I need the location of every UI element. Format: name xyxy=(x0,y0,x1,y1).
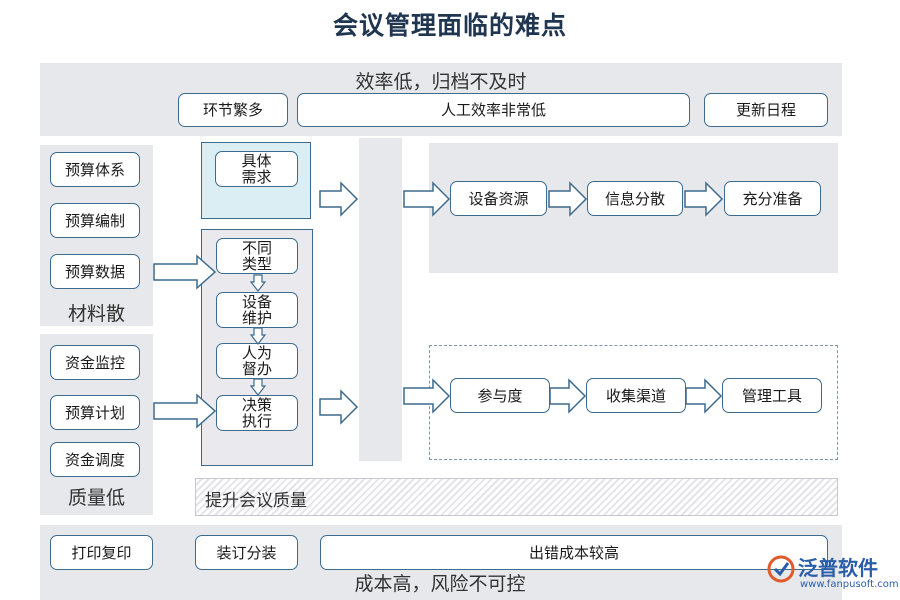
top-item-efficiency: 人工效率非常低 xyxy=(297,93,690,127)
diagram-title: 会议管理面临的难点 xyxy=(332,11,567,40)
watermark-logo: 泛普软件 www.fanpusoft.com xyxy=(766,552,899,598)
middle-strip xyxy=(359,138,402,461)
down-arrow-1 xyxy=(249,274,267,292)
chain-channels: 收集渠道 xyxy=(586,378,686,413)
left-item-budget-plan: 预算计划 xyxy=(50,395,140,430)
bottom-item-printing: 打印复印 xyxy=(50,535,153,570)
arrow-top-chain-1 xyxy=(548,181,588,217)
chain-participation: 参与度 xyxy=(450,378,550,413)
bottom-item-binding: 装订分装 xyxy=(195,535,298,570)
left-bottom-label: 质量低 xyxy=(67,487,125,509)
top-item-steps: 环节繁多 xyxy=(178,93,288,127)
watermark-text: 泛普软件 xyxy=(798,556,878,580)
chain-device-resources: 设备资源 xyxy=(450,181,547,216)
logo-icon xyxy=(767,555,795,583)
arrow-budget-to-types xyxy=(153,254,217,290)
bottom-band-label: 成本高，风险不可控 xyxy=(354,573,526,595)
chain-tools: 管理工具 xyxy=(722,378,822,413)
arrow-plan-to-execute xyxy=(153,393,217,429)
watermark-url: www.fanpusoft.com xyxy=(800,579,899,590)
arrow-strip-to-top-chain xyxy=(403,181,451,217)
left-item-budget-prep: 预算编制 xyxy=(50,203,140,238)
center-step-execute: 决策 执行 xyxy=(216,395,298,431)
top-item-schedule: 更新日程 xyxy=(704,93,828,127)
center-need-item: 具体 需求 xyxy=(215,151,298,187)
center-step-maintenance: 设备 维护 xyxy=(216,292,298,328)
down-arrow-3 xyxy=(249,378,267,396)
chain-info-scattered: 信息分散 xyxy=(587,181,683,216)
left-top-label: 材料散 xyxy=(67,303,125,325)
arrow-strip-to-bottom-chain xyxy=(403,378,451,414)
arrow-execute-to-strip xyxy=(319,389,359,425)
down-arrow-2 xyxy=(249,327,267,345)
top-band-label: 效率低，归档不及时 xyxy=(355,71,527,93)
chain-preparation: 充分准备 xyxy=(724,181,821,216)
left-item-budget-system: 预算体系 xyxy=(50,152,140,187)
center-step-types: 不同 类型 xyxy=(216,238,298,274)
arrow-bottom-chain-1 xyxy=(549,378,587,414)
hatched-strip xyxy=(195,478,838,516)
arrow-need-to-strip xyxy=(319,181,359,217)
bottom-item-cost: 出错成本较高 xyxy=(320,535,828,570)
arrow-top-chain-2 xyxy=(684,181,724,217)
arrow-bottom-chain-2 xyxy=(685,378,723,414)
left-item-fund-monitor: 资金监控 xyxy=(50,345,140,380)
hatched-label: 提升会议质量 xyxy=(205,491,307,511)
left-item-fund-dispatch: 资金调度 xyxy=(50,442,140,477)
left-item-budget-data: 预算数据 xyxy=(50,254,140,289)
center-step-supervise: 人为 督办 xyxy=(216,343,298,379)
